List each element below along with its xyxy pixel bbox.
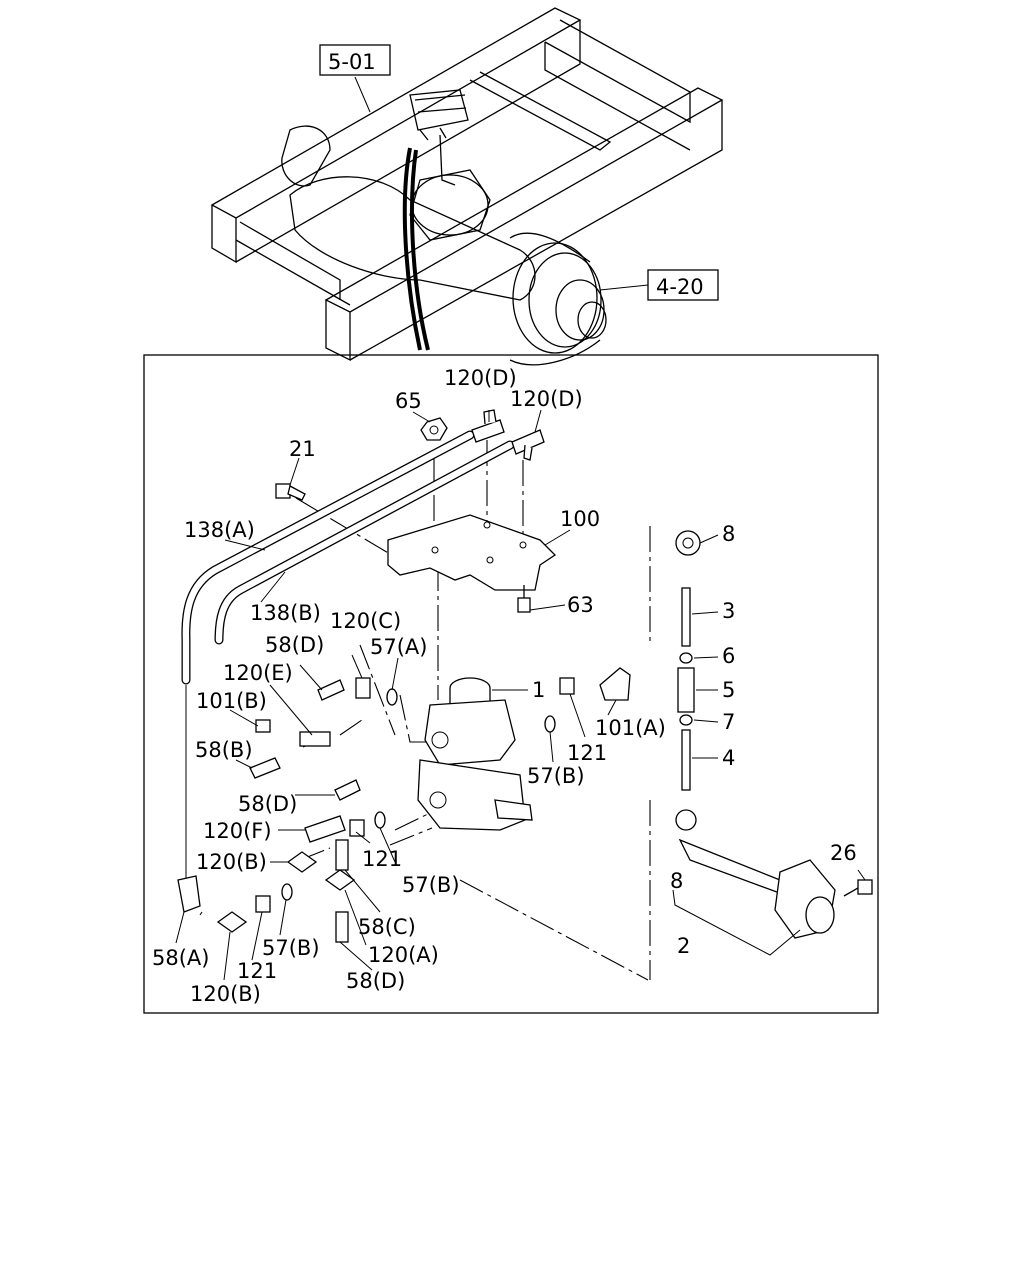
air-line (410, 149, 430, 351)
nut-121 (349, 819, 365, 837)
label-5: 5 (722, 678, 735, 702)
air-line (402, 147, 422, 351)
tube-138B (214, 440, 515, 645)
washer-57B (374, 811, 386, 829)
label-57A: 57(A) (370, 635, 427, 659)
label-120C: 120(C) (330, 609, 401, 633)
label-120E: 120(E) (223, 661, 293, 685)
label-121: 121 (237, 959, 277, 983)
elbow-fitting-58A (177, 875, 201, 913)
fitting-101B (255, 719, 271, 733)
elbow-fitting-101A (599, 667, 631, 701)
label-58D: 58(D) (238, 792, 297, 816)
eye-joint-8 (675, 530, 701, 556)
lever-2 (678, 838, 836, 939)
tee-fitting-120D (471, 409, 505, 443)
label-120B: 120(B) (190, 982, 261, 1006)
block-fitting-120B (286, 851, 318, 873)
leader-lines (175, 409, 866, 981)
label-120F: 120(F) (203, 819, 272, 843)
chassis-frame-illustration (210, 7, 724, 366)
label-121: 121 (567, 741, 607, 765)
reference-4-20: 4-20 (599, 269, 719, 301)
nut-7 (679, 714, 693, 726)
label-138B: 138(B) (250, 601, 321, 625)
nut-65 (420, 417, 448, 441)
washer-57B (544, 715, 556, 733)
label-21: 21 (289, 437, 316, 461)
label-6: 6 (722, 644, 735, 668)
assembly-lines (199, 440, 651, 981)
svg-text:5-01: 5-01 (328, 50, 376, 74)
label-58D: 58(D) (265, 633, 324, 657)
label-120D: 120(D) (510, 387, 583, 411)
label-2: 2 (677, 934, 690, 958)
washer-57B (281, 883, 293, 901)
label-138A: 138(A) (184, 518, 255, 542)
label-7: 7 (722, 710, 735, 734)
eye-joint-8 (675, 809, 697, 831)
label-26: 26 (830, 841, 857, 865)
sleeve-5 (677, 667, 695, 713)
rod-4 (681, 729, 691, 791)
washer-57A (386, 688, 398, 706)
nut-121 (255, 895, 271, 913)
part-labels: 120(D) 120(D) 65 21 100 138(A) 138(B) 63… (152, 366, 857, 1006)
label-101A: 101(A) (595, 716, 666, 740)
label-120A: 120(A) (368, 943, 439, 967)
label-8: 8 (722, 522, 735, 546)
label-57B: 57(B) (262, 936, 320, 960)
label-100: 100 (560, 507, 600, 531)
label-8: 8 (670, 869, 683, 893)
connector-58D (335, 911, 349, 943)
connector-58B (249, 757, 281, 779)
label-58D: 58(D) (346, 969, 405, 993)
nut-6 (679, 652, 693, 664)
label-120B: 120(B) (196, 850, 267, 874)
tee-fitting-120D (511, 429, 545, 461)
label-101B: 101(B) (196, 689, 267, 713)
connector-58D (334, 779, 361, 801)
bracket-100 (387, 514, 557, 591)
connector-120C (355, 677, 371, 699)
label-65: 65 (395, 389, 422, 413)
reference-5-01: 5-01 (319, 44, 391, 113)
connector-58D (317, 679, 345, 701)
label-58C: 58(C) (358, 915, 416, 939)
block-fitting-120A (324, 869, 356, 891)
label-4: 4 (722, 746, 735, 770)
label-121: 121 (362, 847, 402, 871)
bolt-21 (275, 483, 306, 501)
block-fitting-120B (216, 911, 248, 933)
label-1: 1 (532, 678, 545, 702)
rod-3 (681, 587, 691, 647)
connector-120F (304, 815, 346, 843)
bolt-26 (843, 879, 873, 897)
label-57B: 57(B) (527, 764, 585, 788)
relay-valve-1 (417, 677, 533, 831)
connector-58C (335, 839, 349, 871)
tube-138A (181, 430, 475, 880)
label-3: 3 (722, 599, 735, 623)
svg-text:4-20: 4-20 (656, 275, 704, 299)
connector-120E (299, 731, 331, 747)
label-57B: 57(B) (402, 873, 460, 897)
bolt-63 (517, 585, 531, 613)
label-58B: 58(B) (195, 738, 253, 762)
nut-121 (559, 677, 575, 695)
label-63: 63 (567, 593, 594, 617)
detail-frame (143, 354, 879, 1014)
label-58A: 58(A) (152, 946, 209, 970)
label-120D: 120(D) (444, 366, 517, 390)
